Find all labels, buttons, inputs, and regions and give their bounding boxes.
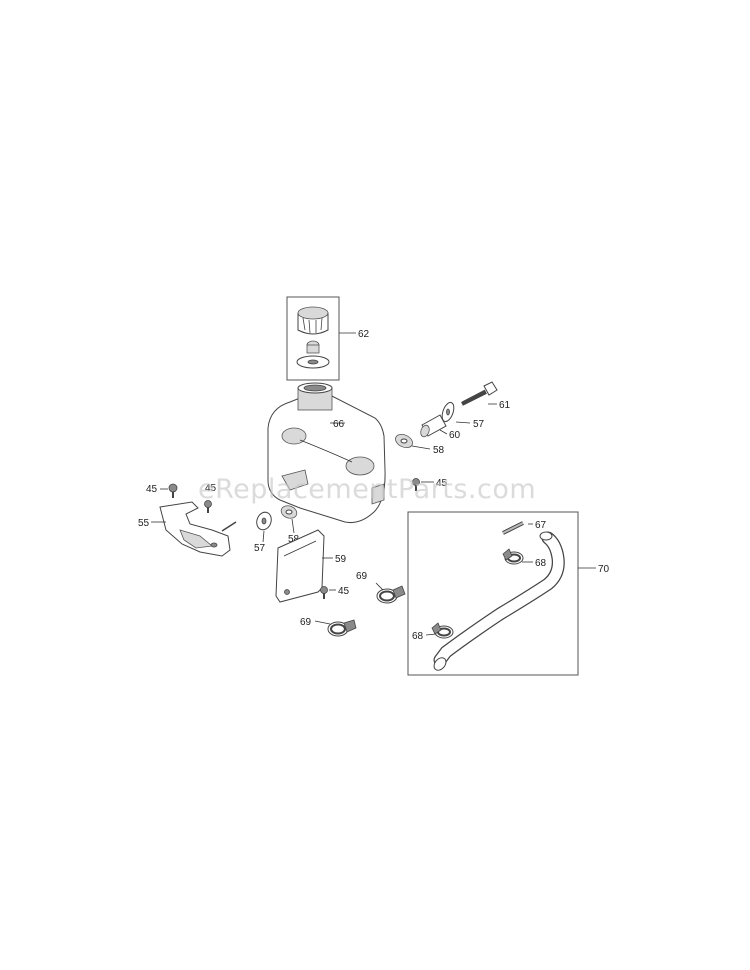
part-label-45a: 45 [146, 484, 158, 495]
part-label-67: 67 [535, 520, 547, 531]
screw-45-left[interactable] [168, 483, 178, 498]
part-label-69a: 69 [356, 571, 368, 582]
washer-57-lower[interactable] [254, 510, 273, 532]
leader-69b [314, 620, 331, 625]
leader-68b [425, 633, 437, 636]
part-label-66: 66 [333, 419, 345, 430]
part-label-45b: 45 [205, 483, 217, 494]
leader-58b [291, 518, 295, 534]
part-label-70: 70 [598, 564, 610, 575]
screw-45-bracket[interactable] [204, 500, 212, 514]
part-label-58b: 58 [288, 534, 300, 545]
part-label-57a: 57 [473, 419, 485, 430]
leader-69a [375, 582, 384, 591]
part-label-57b: 57 [254, 543, 266, 554]
leader-58a [411, 445, 431, 450]
mounting-bracket-55[interactable] [159, 501, 237, 557]
heat-shield-59[interactable] [275, 529, 325, 603]
part-label-68a: 68 [535, 558, 547, 569]
part-label-55: 55 [138, 518, 150, 529]
fuel-hose-box [407, 511, 579, 676]
screw-45-lower[interactable] [320, 586, 328, 600]
grommet-58-upper[interactable] [393, 432, 414, 450]
part-label-45c: 45 [436, 478, 448, 489]
watermark: eReplacementParts.com [198, 474, 536, 505]
part-label-59: 59 [335, 554, 347, 565]
screw-45-right[interactable] [412, 478, 420, 492]
leader-57b [262, 530, 265, 543]
leader-60 [439, 429, 448, 435]
part-label-69b: 69 [300, 617, 312, 628]
part-label-58a: 58 [433, 445, 445, 456]
part-label-60: 60 [449, 430, 461, 441]
grommet-58-lower[interactable] [279, 504, 298, 521]
part-label-61: 61 [499, 400, 511, 411]
hose-clamp-69-lower[interactable] [327, 619, 357, 637]
fuel-cap-box [286, 296, 340, 381]
part-label-45d: 45 [338, 586, 350, 597]
washer-57-upper[interactable] [440, 401, 456, 423]
fuel-cap-assembly[interactable] [286, 296, 340, 381]
bolt-61[interactable] [461, 381, 498, 406]
part-label-62: 62 [358, 329, 370, 340]
spacer-60[interactable] [419, 414, 447, 438]
part-label-68b: 68 [412, 631, 424, 642]
fuel-hose-assembly[interactable] [407, 511, 579, 676]
hose-clamp-69-upper[interactable] [376, 585, 406, 604]
leader-57a [455, 421, 471, 424]
fuel-tank[interactable] [267, 382, 386, 523]
